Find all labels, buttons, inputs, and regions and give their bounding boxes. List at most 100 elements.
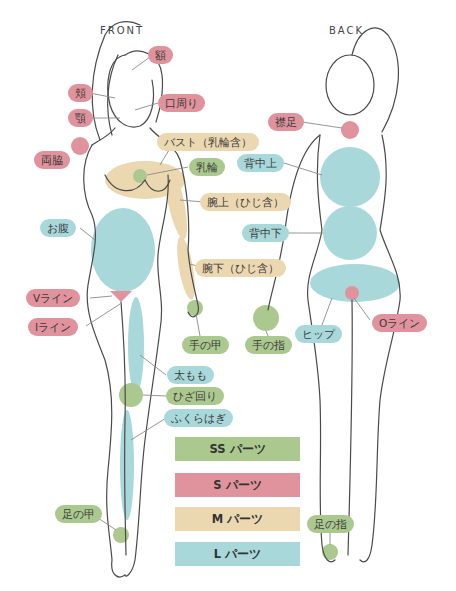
region-v-line xyxy=(110,291,132,302)
region-hip xyxy=(310,264,400,302)
region-belly xyxy=(91,208,155,292)
part-tag: 足の指 xyxy=(307,515,354,533)
view-label: BACK xyxy=(329,25,364,36)
body-regions xyxy=(71,121,400,560)
legend-swatch: SS パーツ xyxy=(175,437,300,461)
part-tag: 腕上（ひじ含） xyxy=(200,193,291,211)
part-tag: 腕下（ひじ含） xyxy=(195,259,286,277)
part-name: 口周り xyxy=(165,97,198,109)
legend-swatch: M パーツ xyxy=(175,507,300,531)
leader-line xyxy=(86,304,120,326)
legend-text: L パーツ xyxy=(214,547,261,561)
leader-line xyxy=(90,93,115,98)
part-tag: Vライン xyxy=(26,289,80,307)
part-tag: 襟足 xyxy=(268,113,304,131)
part-name: Oライン xyxy=(379,317,420,329)
leader-line xyxy=(135,103,158,110)
part-name: 足の指 xyxy=(314,518,347,530)
front-right-side xyxy=(125,175,168,576)
legend-text: SS パーツ xyxy=(209,442,265,456)
leader-lines xyxy=(80,57,370,545)
region-nape xyxy=(341,121,359,139)
front-shoulder xyxy=(92,128,115,145)
part-name: バスト（乳輪含） xyxy=(164,136,252,148)
leader-line xyxy=(90,118,120,119)
legend-swatch: S パーツ xyxy=(175,473,300,497)
leader-line xyxy=(147,167,188,175)
leader-line xyxy=(354,298,370,320)
part-tag: お腹 xyxy=(40,219,76,237)
part-tag: Iライン xyxy=(28,318,78,336)
part-name: 背中上 xyxy=(244,157,277,169)
part-name: 手の甲 xyxy=(189,339,222,351)
leader-line xyxy=(80,228,95,240)
leader-line xyxy=(302,122,342,128)
body-outline xyxy=(84,22,400,577)
part-tag: 手の指 xyxy=(245,336,292,354)
part-tag: 頬 xyxy=(68,84,93,102)
leader-line xyxy=(330,533,331,545)
back-right-side xyxy=(360,135,400,562)
part-name: 頬 xyxy=(75,87,86,99)
part-name: 手の指 xyxy=(252,339,285,351)
region-knee xyxy=(119,383,143,407)
region-fingers xyxy=(253,305,279,331)
leader-line xyxy=(90,296,112,298)
back-left-side xyxy=(308,135,335,562)
back-head xyxy=(326,55,374,115)
part-name: 太もも xyxy=(174,369,207,381)
legend-text: M パーツ xyxy=(212,512,263,526)
part-tag: ふくらはぎ xyxy=(164,409,233,427)
part-tag: Oライン xyxy=(372,314,427,332)
front-raised-arm xyxy=(92,22,140,140)
back-raised-arm xyxy=(352,28,398,132)
part-tag: 手の甲 xyxy=(182,336,229,354)
part-tag: 背中下 xyxy=(242,224,289,242)
front-raised-arm-inner xyxy=(108,55,118,135)
part-tag: バスト（乳輪含） xyxy=(157,133,259,151)
view-label: FRONT xyxy=(100,25,144,36)
part-tag: ひざ回り xyxy=(166,387,224,405)
leader-line xyxy=(288,233,323,234)
part-tag: ヒップ xyxy=(295,325,342,343)
part-name: 襟足 xyxy=(275,116,297,128)
region-thigh xyxy=(128,297,144,393)
part-name: Iライン xyxy=(35,321,71,333)
part-name: 額 xyxy=(155,49,166,61)
front-leg-line xyxy=(121,302,126,555)
part-name: ひざ回り xyxy=(173,390,217,402)
legend-text: S パーツ xyxy=(213,478,261,492)
part-name: 腕上（ひじ含） xyxy=(207,196,284,208)
part-name: 両脇 xyxy=(41,154,63,166)
region-o-line xyxy=(345,286,359,300)
part-tag: 顎 xyxy=(68,109,93,127)
part-name: 背中下 xyxy=(249,227,282,239)
leader-line xyxy=(284,163,322,175)
leader-line xyxy=(132,57,150,70)
part-tag: 口周り xyxy=(158,94,205,112)
leader-line xyxy=(143,395,166,396)
part-tag: 足の甲 xyxy=(55,505,102,523)
front-bust-line xyxy=(105,175,170,191)
part-tag: 背中上 xyxy=(237,154,284,172)
region-calf xyxy=(120,410,134,520)
part-name: Vライン xyxy=(33,292,73,304)
part-name: 腕下（ひじ含） xyxy=(202,262,279,274)
region-upper-back xyxy=(320,147,380,207)
part-name: お腹 xyxy=(47,222,69,234)
part-name: ふくらはぎ xyxy=(171,412,226,424)
part-name: 乳輪 xyxy=(196,161,218,173)
part-tag: 額 xyxy=(148,46,173,64)
part-tag: 太もも xyxy=(167,366,214,384)
leader-line xyxy=(322,298,332,325)
front-right-arm xyxy=(150,128,198,317)
leader-line xyxy=(131,418,166,440)
region-toes xyxy=(322,544,338,560)
part-name: 足の甲 xyxy=(62,508,95,520)
legend-swatch: L パーツ xyxy=(175,542,300,566)
part-name: ヒップ xyxy=(302,328,335,340)
part-tag: 乳輪 xyxy=(189,158,225,176)
leader-line xyxy=(140,355,166,375)
part-tag: 両脇 xyxy=(34,151,70,169)
